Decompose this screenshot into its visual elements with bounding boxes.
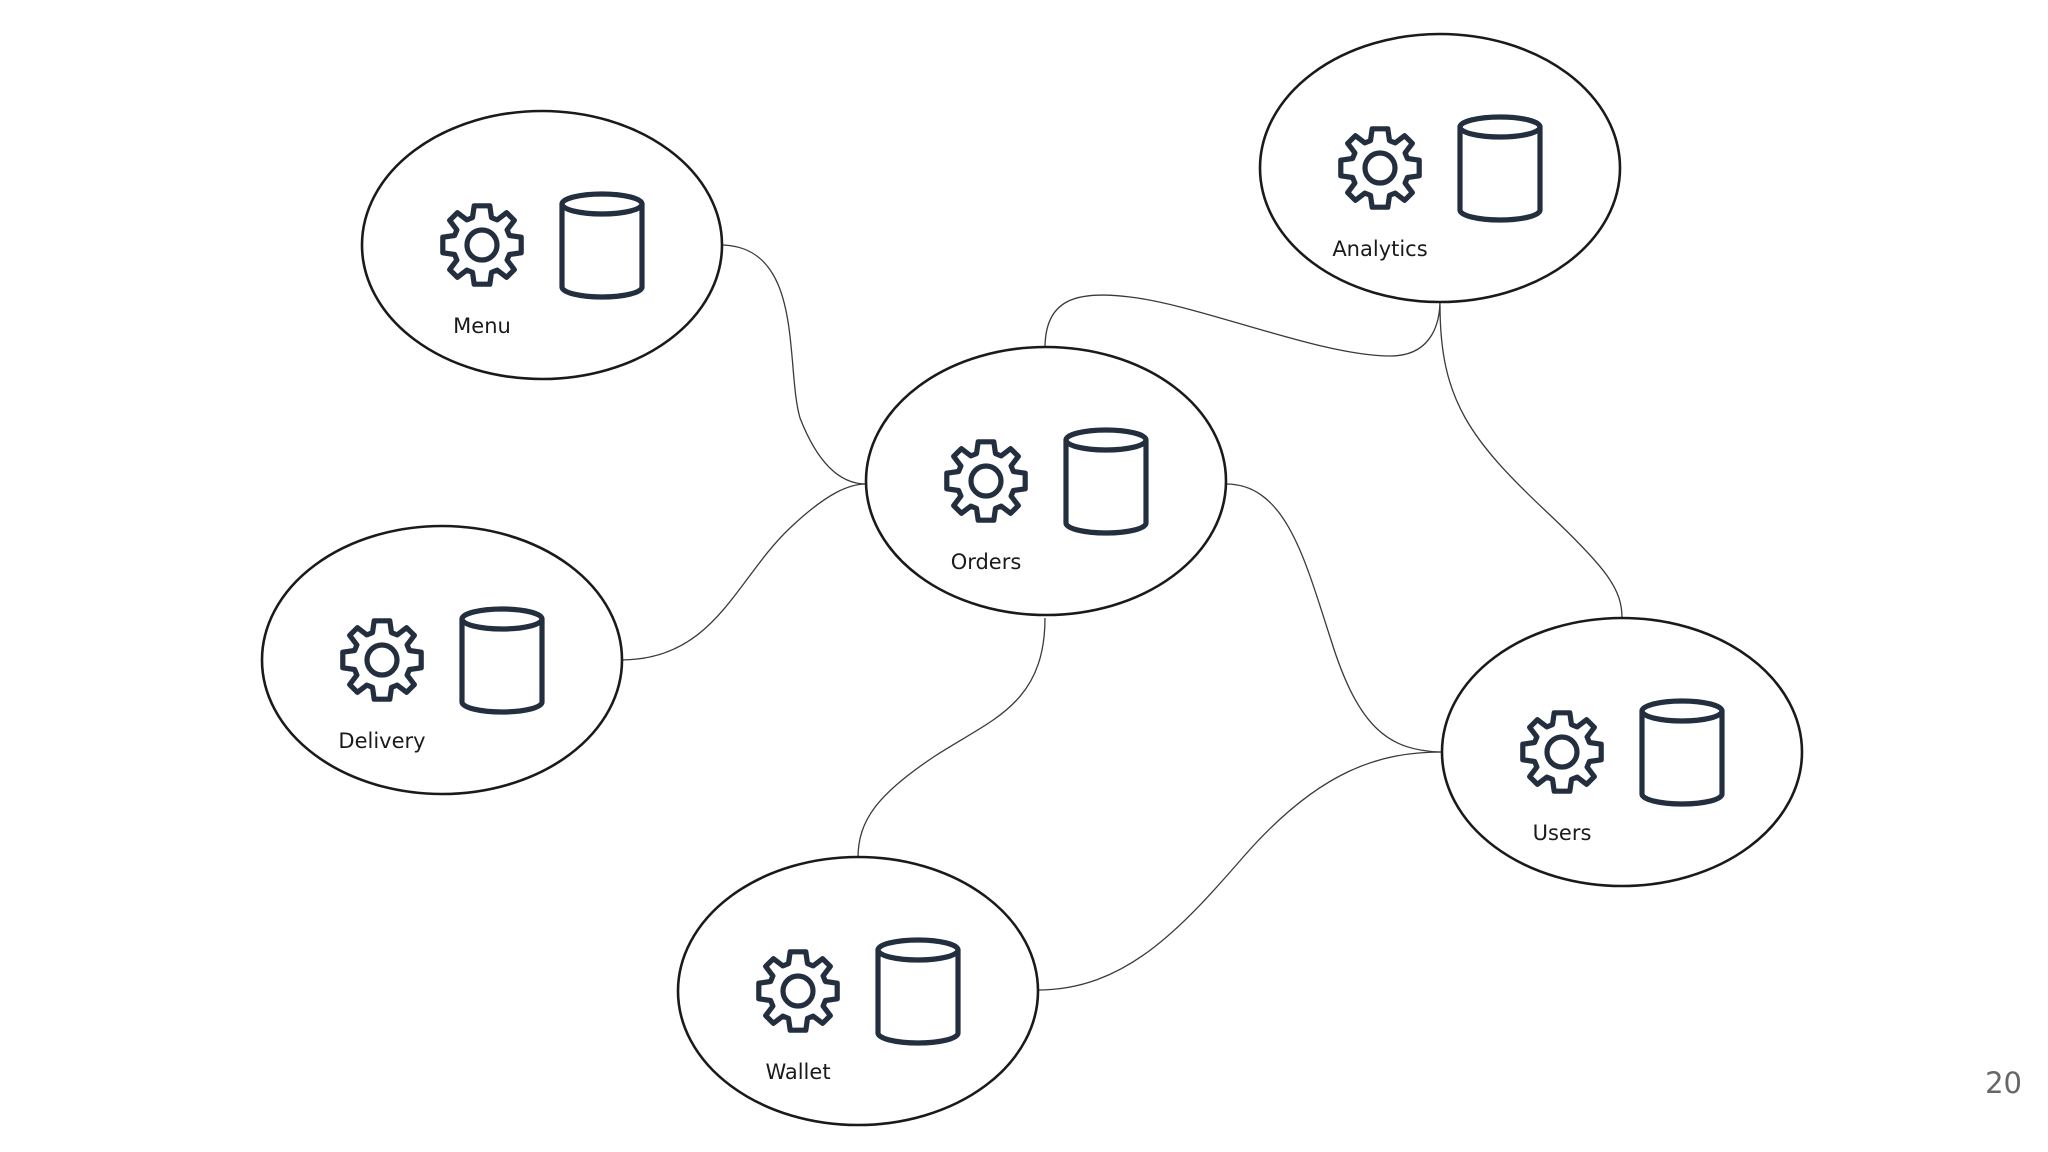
connector-menu-orders: [719, 244, 867, 485]
service-label: Users: [1533, 821, 1592, 845]
connector-analytics-users: [1439, 304, 1623, 619]
service-node-delivery: Delivery: [260, 524, 624, 796]
service-label: Wallet: [765, 1060, 830, 1084]
connector-orders-analytics: [1044, 294, 1441, 357]
connector-orders-users: [1225, 483, 1441, 753]
connectors: [619, 244, 1623, 991]
service-label: Menu: [453, 314, 511, 338]
connector-delivery-orders: [619, 483, 867, 661]
service-label: Analytics: [1332, 237, 1427, 261]
service-node-users: Users: [1440, 616, 1804, 888]
service-label: Delivery: [338, 729, 425, 753]
service-node-analytics: Analytics: [1258, 32, 1622, 304]
service-label: Orders: [951, 550, 1022, 574]
connector-orders-wallet: [857, 617, 1046, 859]
connector-wallet-users: [1036, 751, 1443, 991]
page-number: 20: [1985, 1066, 2022, 1100]
service-node-menu: Menu: [360, 109, 724, 381]
service-node-wallet: Wallet: [676, 855, 1040, 1127]
service-node-orders: Orders: [864, 345, 1228, 617]
